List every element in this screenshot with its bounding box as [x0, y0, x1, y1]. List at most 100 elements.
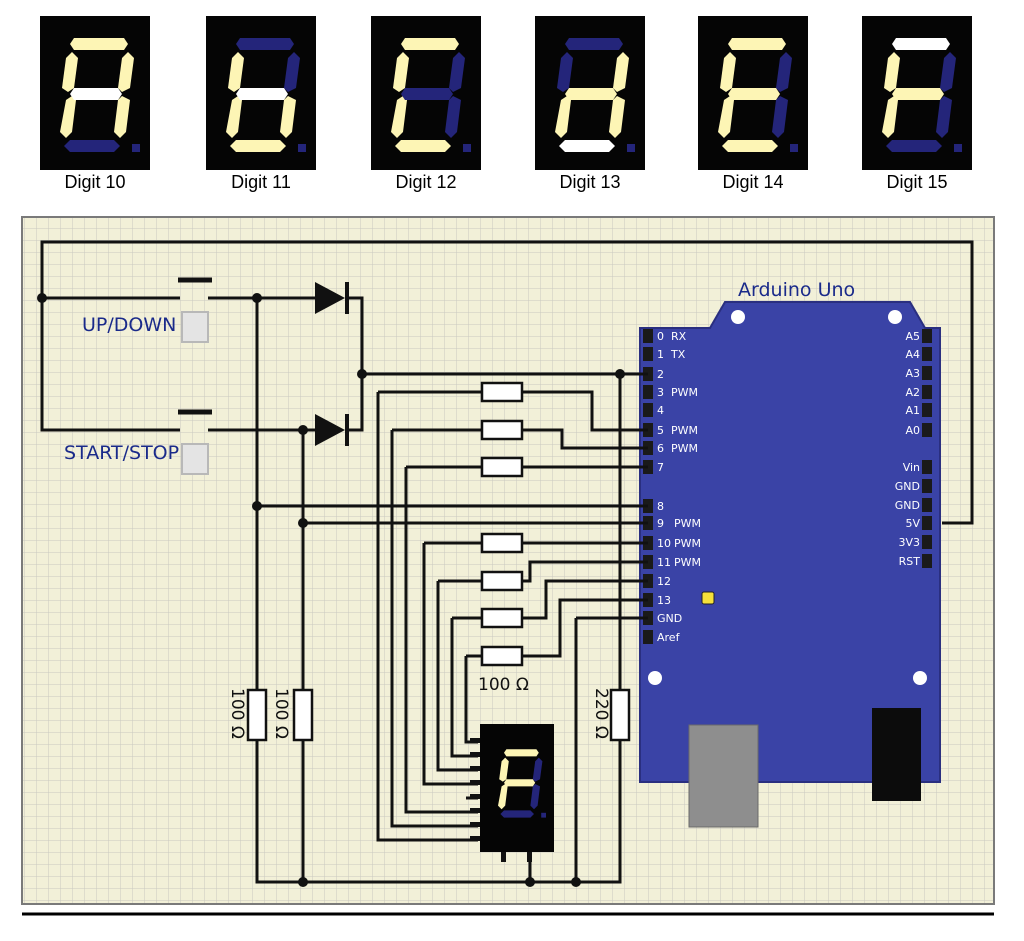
- digit-caption: Digit 15: [886, 172, 948, 192]
- segment-g: [728, 88, 780, 100]
- segment-a: [565, 38, 623, 50]
- resistor-left-2: 100 Ω: [271, 688, 314, 742]
- push-button-updown: UP/DOWN: [82, 277, 224, 343]
- segment-g: [892, 88, 944, 100]
- segment-f: [499, 757, 509, 782]
- board-title: Arduino Uno: [738, 279, 855, 301]
- segment-a: [504, 749, 539, 757]
- segment-c: [445, 96, 461, 138]
- header-pin: [922, 479, 932, 493]
- segment-a: [401, 38, 459, 50]
- segment-e: [555, 96, 571, 138]
- segment-dp: [627, 144, 635, 152]
- segment-f: [393, 52, 409, 92]
- led-indicator: [701, 591, 715, 605]
- pin-number-label: 12: [657, 575, 671, 588]
- segment-b: [776, 52, 792, 92]
- pin-function-label: PWM: [674, 556, 701, 569]
- segment-d: [886, 140, 942, 152]
- segment-g: [401, 88, 453, 100]
- segment-f: [228, 52, 244, 92]
- header-pin: [922, 423, 932, 437]
- segment-dp: [790, 144, 798, 152]
- segment-g: [565, 88, 617, 100]
- segment-e: [882, 96, 898, 138]
- segment-dp: [132, 144, 140, 152]
- segment-g: [236, 88, 288, 100]
- pin-number-label: 13: [657, 594, 671, 607]
- segment-c: [772, 96, 788, 138]
- pin-name-label: A2: [905, 386, 920, 399]
- header-pin: [922, 535, 932, 549]
- pin-number-label: 3: [657, 386, 664, 399]
- pin-name-label: A5: [905, 330, 920, 343]
- segment-e: [226, 96, 242, 138]
- segment-b: [613, 52, 629, 92]
- digit-caption: Digit 11: [231, 172, 291, 192]
- seven-segment-digit: [371, 16, 481, 170]
- mounting-hole: [648, 671, 662, 685]
- segment-a: [236, 38, 294, 50]
- digit-caption: Digit 14: [722, 172, 784, 192]
- digit-caption: Digit 12: [395, 172, 457, 192]
- pin-function-label: PWM: [671, 386, 698, 399]
- header-pin: [922, 498, 932, 512]
- segment-f: [62, 52, 78, 92]
- pin-name-label: A0: [905, 424, 920, 437]
- header-pin: [643, 329, 653, 343]
- pin-name-label: GND: [895, 499, 920, 512]
- seven-segment-digit: [698, 16, 808, 170]
- resistor-left-1: 100 Ω: [227, 688, 268, 742]
- segment-dp: [541, 812, 546, 818]
- header-pin: [922, 329, 932, 343]
- segment-e: [391, 96, 407, 138]
- segment-dp: [298, 144, 306, 152]
- segment-g: [504, 779, 536, 787]
- switch-label-updown: UP/DOWN: [82, 314, 176, 336]
- header-pin: [643, 630, 653, 644]
- resistor-label-right: 220 Ω: [591, 688, 611, 739]
- digit-card: Digit 10: [40, 16, 150, 192]
- pin-number-label: Aref: [657, 631, 681, 644]
- seven-segment-digit: [206, 16, 316, 170]
- arduino-board: Arduino Uno: [639, 279, 941, 828]
- segment-d: [64, 140, 120, 152]
- segment-b: [940, 52, 956, 92]
- diode: [315, 282, 349, 314]
- junctions: [37, 293, 625, 887]
- pin-number-label: GND: [657, 612, 682, 625]
- header-pin: [643, 385, 653, 399]
- segment-c: [280, 96, 296, 138]
- segment-b: [284, 52, 300, 92]
- pin-number-label: 6: [657, 442, 664, 455]
- pin-number-label: 11: [657, 556, 671, 569]
- mounting-hole: [888, 310, 902, 324]
- resistor-label-left-2: 100 Ω: [271, 688, 291, 739]
- pin-function-label: RX: [671, 330, 687, 343]
- pin-name-label: 5V: [905, 517, 920, 530]
- segment-c: [609, 96, 625, 138]
- segment-dp: [954, 144, 962, 152]
- digit-card: Digit 15: [862, 16, 972, 192]
- segment-d: [559, 140, 615, 152]
- header-pin: [922, 347, 932, 361]
- pin-name-label: A4: [905, 348, 920, 361]
- digit-caption: Digit 13: [559, 172, 621, 192]
- pin-function-label: PWM: [674, 537, 701, 550]
- resistor-label-left-1: 100 Ω: [227, 688, 247, 739]
- segment-f: [720, 52, 736, 92]
- switch-label-startstop: START/STOP: [64, 442, 179, 464]
- pin-number-label: 1: [657, 348, 664, 361]
- circuit-seven-segment-display: [470, 724, 554, 862]
- digit-card: Digit 13: [535, 16, 645, 192]
- segment-f: [557, 52, 573, 92]
- segment-g: [70, 88, 122, 100]
- segment-c: [936, 96, 952, 138]
- pin-number-label: 10: [657, 537, 671, 550]
- push-button-startstop: START/STOP: [64, 409, 224, 475]
- segment-d: [722, 140, 778, 152]
- wires: [40, 240, 974, 884]
- segment-c: [114, 96, 130, 138]
- pin-number-label: 5: [657, 424, 664, 437]
